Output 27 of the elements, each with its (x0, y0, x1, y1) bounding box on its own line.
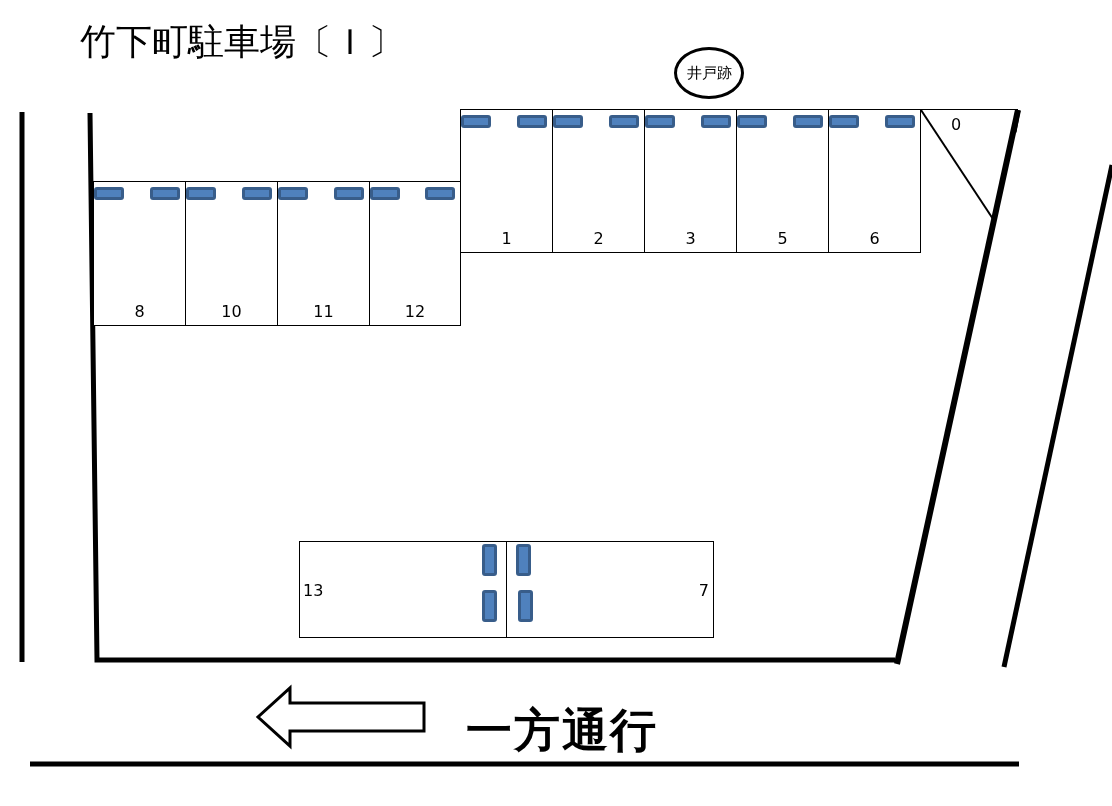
parking-space (460, 109, 553, 253)
space-number: 5 (776, 230, 789, 248)
parking-space (369, 181, 461, 326)
space-number: 13 (303, 582, 324, 600)
space-number: 12 (403, 303, 427, 321)
triangular-parking-space (920, 109, 1018, 221)
parking-space (277, 181, 370, 326)
space-number: 1 (500, 230, 513, 248)
parking-space (93, 181, 186, 326)
parking-space (644, 109, 737, 253)
well-site-circle: 井戸跡 (674, 47, 744, 99)
map-title: 竹下町駐車場〔Ｉ〕 (80, 20, 404, 64)
space-number: 11 (312, 303, 335, 321)
one-way-traffic-label: 一方通行 (466, 702, 658, 759)
parking-space (185, 181, 278, 326)
space-number: 7 (698, 582, 709, 600)
space-number: 2 (592, 230, 605, 248)
parking-space (828, 109, 921, 253)
space-number: 8 (133, 303, 146, 321)
space-number: 3 (684, 230, 697, 248)
parking-space (299, 541, 507, 638)
parking-space (736, 109, 829, 253)
parking-space (552, 109, 645, 253)
space-number: 6 (868, 230, 881, 248)
parking-space (506, 541, 714, 638)
space-number: 10 (220, 303, 243, 321)
space-number: 0 (951, 116, 962, 134)
